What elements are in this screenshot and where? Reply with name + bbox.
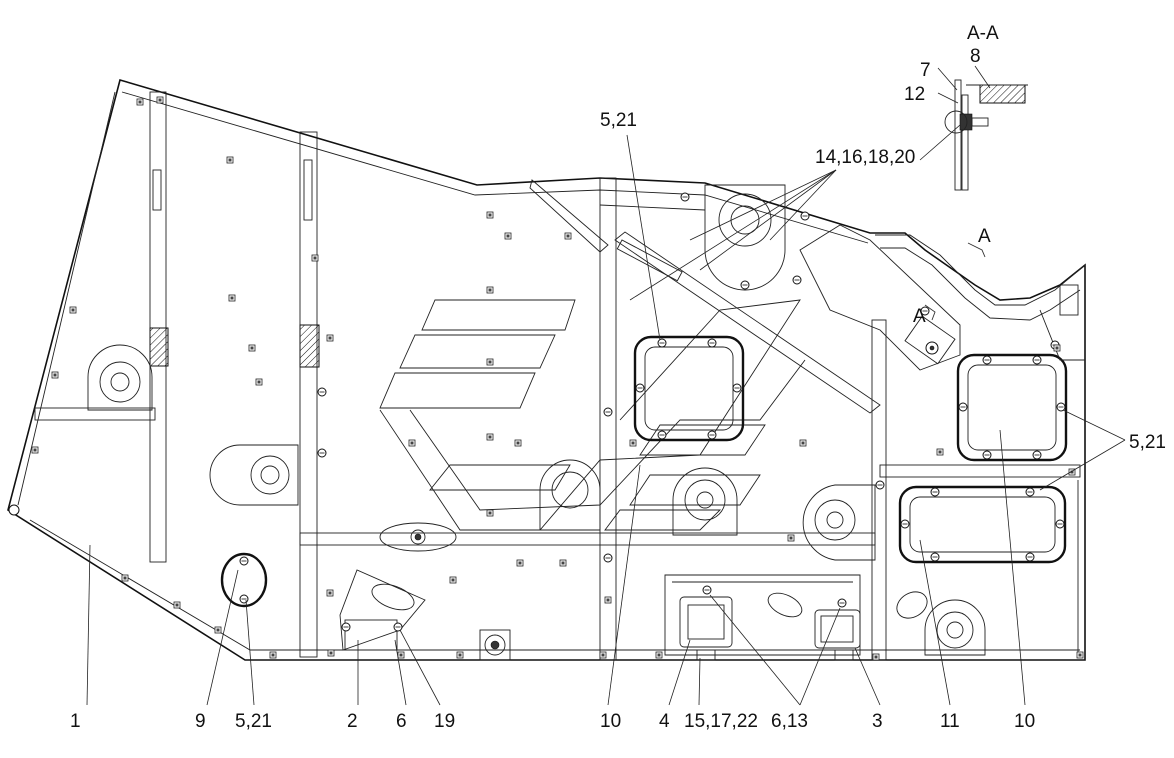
callout-2: 2 — [347, 711, 358, 732]
callout-6: 6 — [396, 711, 407, 732]
callout-5-21-right: 5,21 — [1129, 432, 1166, 453]
callout-5-21-top: 5,21 — [600, 110, 637, 131]
callout-12: 12 — [904, 84, 925, 105]
diagonal-brace — [529, 179, 881, 414]
bearing-housings — [87, 184, 986, 661]
callout-1: 1 — [70, 711, 81, 732]
callout-5-21-bottom: 5,21 — [235, 711, 272, 732]
callout-15-17-22: 15,17,22 — [684, 711, 758, 732]
section-mark-a-lower: A — [913, 306, 926, 327]
slot-marks — [31, 96, 1084, 661]
callout-10-left: 10 — [600, 711, 621, 732]
leader-lines — [86, 65, 1126, 706]
callout-19: 19 — [434, 711, 455, 732]
callout-4: 4 — [659, 711, 670, 732]
section-detail — [944, 79, 1028, 191]
section-mark-a-upper: A — [978, 226, 991, 247]
callout-9: 9 — [195, 711, 206, 732]
callout-10-right: 10 — [1014, 711, 1035, 732]
callout-11: 11 — [940, 711, 960, 732]
callout-3: 3 — [872, 711, 883, 732]
callout-6-13: 6,13 — [771, 711, 808, 732]
section-title: A-A — [967, 23, 999, 44]
section-markers — [924, 242, 986, 321]
guide-channel — [799, 224, 1086, 371]
panel-outline — [7, 78, 1086, 661]
lower-hatches — [339, 569, 928, 661]
callout-7: 7 — [920, 60, 931, 81]
inspection-hatches — [220, 335, 1068, 608]
fasteners — [239, 192, 1066, 632]
callout-8: 8 — [970, 46, 981, 67]
frame-members — [34, 91, 1081, 661]
callout-labels: A-A 8 7 12 14,16,18,20 5,21 5,21 A A 1 9… — [70, 23, 1166, 732]
callout-14-16-18-20: 14,16,18,20 — [815, 147, 915, 168]
logo-stripes — [379, 299, 806, 531]
